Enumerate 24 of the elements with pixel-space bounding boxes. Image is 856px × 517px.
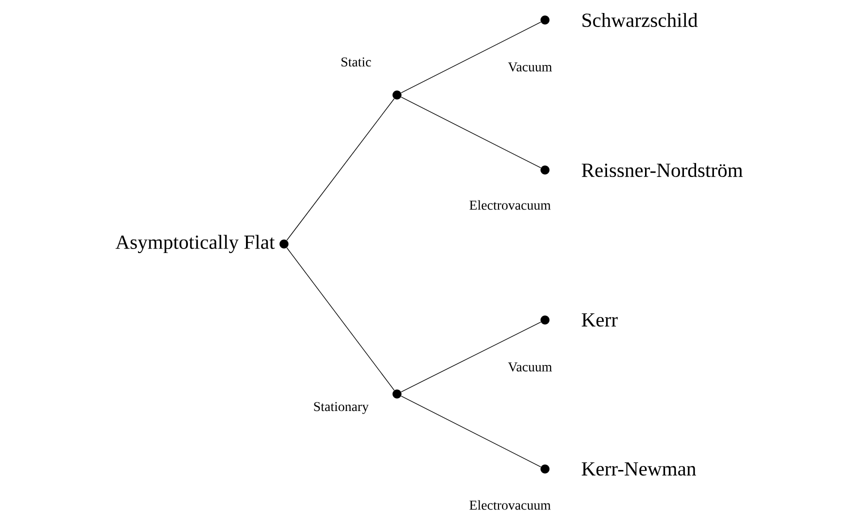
dot bbox=[540, 166, 550, 174]
node-label: Schwarzschild bbox=[582, 12, 698, 28]
line bbox=[400, 22, 542, 94]
dot bbox=[392, 390, 402, 398]
dot bbox=[540, 316, 550, 324]
line bbox=[400, 322, 542, 392]
node-label: Kerr-Newman bbox=[582, 462, 696, 476]
node-label: Stationary bbox=[314, 402, 369, 414]
node-label: Reissner-Nordström bbox=[582, 162, 743, 178]
line bbox=[286, 98, 395, 241]
node-label: Asymptotically Flat bbox=[116, 234, 275, 254]
line bbox=[286, 247, 395, 391]
node-label: Static bbox=[342, 57, 371, 67]
dot bbox=[540, 16, 550, 24]
node-label: Kerr bbox=[582, 313, 618, 327]
edge-label: Vacuum bbox=[506, 361, 554, 373]
line bbox=[400, 396, 542, 468]
edge-label: Electrovacuum bbox=[468, 499, 552, 511]
dot bbox=[280, 240, 288, 248]
dot bbox=[392, 90, 402, 100]
edge-label: Electrovacuum bbox=[468, 199, 552, 211]
line bbox=[400, 96, 542, 168]
dot bbox=[540, 464, 550, 474]
edge-label: Vacuum bbox=[506, 61, 554, 73]
